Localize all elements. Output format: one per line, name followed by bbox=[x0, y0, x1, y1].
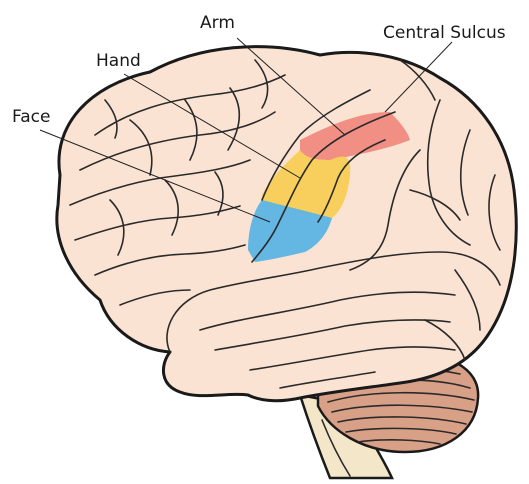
arm-region bbox=[300, 112, 410, 160]
hand-label: Hand bbox=[96, 51, 141, 71]
central-sulcus-label: Central Sulcus bbox=[383, 23, 506, 43]
arm-label: Arm bbox=[200, 13, 235, 33]
central-sulcus-pointer-line bbox=[384, 41, 453, 113]
face-label: Face bbox=[12, 107, 50, 127]
face-region bbox=[248, 200, 332, 262]
face-pointer-line bbox=[39, 129, 271, 223]
arm-pointer-line bbox=[236, 37, 346, 136]
central-sulcus-line bbox=[251, 111, 396, 263]
hand-pointer-line bbox=[123, 73, 301, 179]
